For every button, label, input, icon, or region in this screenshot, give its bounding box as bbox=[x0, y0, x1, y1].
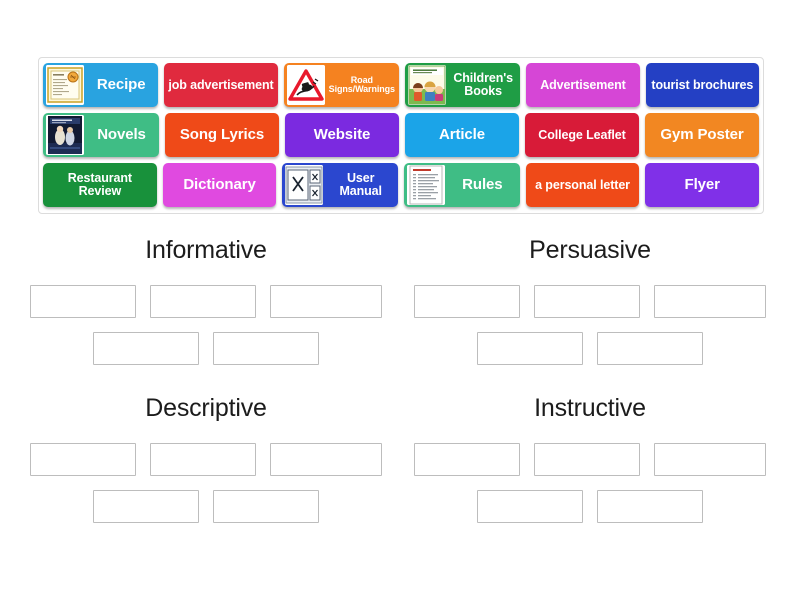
tile-label: Dictionary bbox=[183, 176, 256, 194]
tile-gym-poster[interactable]: Gym Poster bbox=[645, 113, 759, 157]
slot-row bbox=[16, 490, 396, 523]
drop-slot-persuasive[interactable] bbox=[534, 285, 640, 318]
tile-job-advertisement[interactable]: job advertisement bbox=[164, 63, 278, 107]
novel-book-cover-thumbnail bbox=[46, 115, 84, 155]
tile-label: Novels bbox=[97, 126, 146, 144]
tile-novels[interactable]: Novels bbox=[43, 113, 159, 157]
drop-slot-informative[interactable] bbox=[270, 285, 382, 318]
slot-row bbox=[400, 332, 780, 365]
tile-song-lyrics[interactable]: Song Lyrics bbox=[165, 113, 279, 157]
tile-row: Novels Song Lyrics Website Article College L… bbox=[43, 113, 759, 157]
tile-rules[interactable]: Rules bbox=[404, 163, 520, 207]
category-title-descriptive: Descriptive bbox=[145, 394, 267, 422]
drop-slot-instructive[interactable] bbox=[414, 443, 520, 476]
drop-slot-persuasive[interactable] bbox=[597, 332, 703, 365]
slot-row bbox=[400, 490, 780, 523]
drop-slot-persuasive[interactable] bbox=[477, 332, 583, 365]
tile-recipe[interactable]: Recipe bbox=[43, 63, 159, 107]
drop-slot-descriptive[interactable] bbox=[30, 443, 136, 476]
drop-slot-informative[interactable] bbox=[30, 285, 136, 318]
tile-label: User Manual bbox=[339, 171, 382, 198]
drop-slot-persuasive[interactable] bbox=[414, 285, 520, 318]
slot-row bbox=[400, 285, 780, 318]
tile-label: Road Signs/Warnings bbox=[328, 74, 395, 94]
tile-flyer[interactable]: Flyer bbox=[645, 163, 760, 207]
tile-road-signs[interactable]: Road Signs/Warnings bbox=[283, 63, 399, 107]
drop-slot-instructive[interactable] bbox=[597, 490, 703, 523]
tile-label: Advertisement bbox=[540, 77, 626, 92]
drop-slot-persuasive[interactable] bbox=[654, 285, 766, 318]
tile-label: tourist brochures bbox=[651, 77, 754, 92]
tile-website[interactable]: Website bbox=[285, 113, 399, 157]
tile-label: Song Lyrics bbox=[179, 126, 265, 144]
tile-label: College Leaflet bbox=[538, 127, 626, 142]
tile-dictionary[interactable]: Dictionary bbox=[162, 163, 277, 207]
childrens-book-cover-thumbnail bbox=[407, 65, 446, 105]
slot-row bbox=[400, 443, 780, 476]
recipe-card-thumbnail bbox=[46, 65, 84, 105]
drop-slot-instructive[interactable] bbox=[534, 443, 640, 476]
drop-slot-descriptive[interactable] bbox=[213, 490, 319, 523]
tile-childrens-books[interactable]: Children's Books bbox=[404, 63, 521, 107]
category-title-instructive: Instructive bbox=[534, 394, 646, 422]
drop-slot-informative[interactable] bbox=[150, 285, 256, 318]
tile-bank: Recipe job advertisement Road Signs/Warnin… bbox=[38, 57, 764, 214]
drop-slot-informative[interactable] bbox=[213, 332, 319, 365]
tile-article[interactable]: Article bbox=[405, 113, 519, 157]
tile-row: Restaurant Review Dictionary User Manual Ru… bbox=[43, 163, 760, 207]
tile-personal-letter[interactable]: a personal letter bbox=[525, 163, 640, 207]
category-instructive: Instructive bbox=[400, 396, 780, 523]
drop-slot-instructive[interactable] bbox=[654, 443, 766, 476]
category-title-informative: Informative bbox=[145, 236, 267, 264]
tile-label: Restaurant Review bbox=[67, 171, 132, 198]
drop-slot-informative[interactable] bbox=[93, 332, 199, 365]
tile-label: Article bbox=[439, 126, 485, 144]
slot-row bbox=[16, 332, 396, 365]
tile-label: Flyer bbox=[684, 176, 720, 194]
tile-restaurant-review[interactable]: Restaurant Review bbox=[43, 163, 157, 207]
drop-slot-descriptive[interactable] bbox=[150, 443, 256, 476]
tile-label: Recipe bbox=[96, 76, 146, 94]
tile-label: Rules bbox=[462, 176, 503, 194]
drop-slot-instructive[interactable] bbox=[477, 490, 583, 523]
tile-tourist-brochures[interactable]: tourist brochures bbox=[645, 63, 759, 107]
category-informative: Informative bbox=[16, 238, 396, 365]
tile-label: Children's Books bbox=[453, 71, 513, 98]
tile-label: job advertisement bbox=[168, 77, 274, 92]
warning-triangle-sign-thumbnail bbox=[286, 65, 325, 105]
category-persuasive: Persuasive bbox=[400, 238, 780, 365]
tile-user-manual[interactable]: User Manual bbox=[282, 163, 399, 207]
category-descriptive: Descriptive bbox=[16, 396, 396, 523]
tile-advertisement[interactable]: Advertisement bbox=[526, 63, 640, 107]
tile-row: Recipe job advertisement Road Signs/Warnin… bbox=[43, 63, 759, 107]
tile-college-leaflet[interactable]: College Leaflet bbox=[525, 113, 639, 157]
rules-document-thumbnail bbox=[407, 165, 446, 205]
tile-label: a personal letter bbox=[535, 177, 630, 192]
tile-label: Website bbox=[313, 126, 371, 144]
drop-slot-descriptive[interactable] bbox=[270, 443, 382, 476]
user-manual-diagram-thumbnail bbox=[285, 165, 324, 205]
slot-row bbox=[16, 285, 396, 318]
slot-row bbox=[16, 443, 396, 476]
category-title-persuasive: Persuasive bbox=[529, 236, 651, 264]
tile-label: Gym Poster bbox=[660, 126, 744, 144]
drop-slot-descriptive[interactable] bbox=[93, 490, 199, 523]
